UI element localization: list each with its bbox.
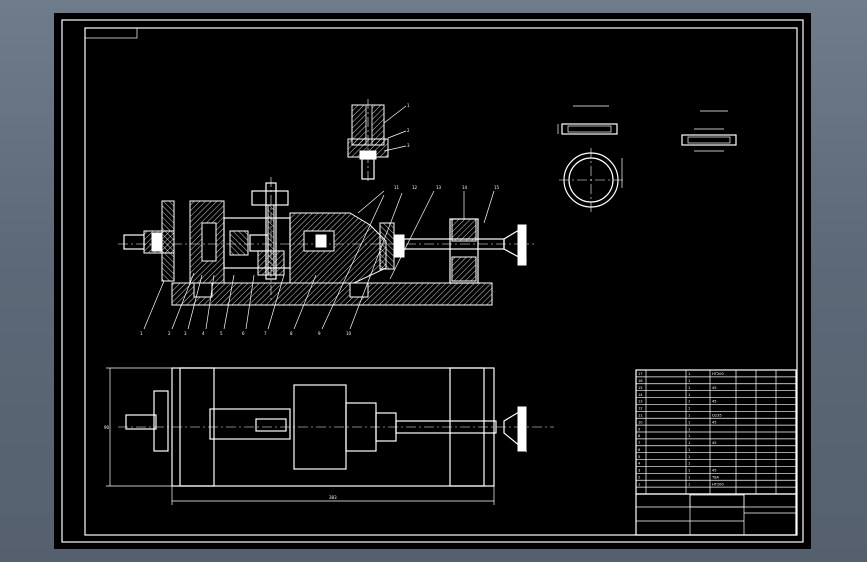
balloon-13: 13 bbox=[436, 185, 442, 190]
detail-cutter-view: 1 2 3 bbox=[347, 99, 410, 183]
balloon-4: 4 bbox=[202, 331, 205, 336]
bom-cell-qty: 1 bbox=[688, 469, 690, 473]
bom-cell-qty: 1 bbox=[688, 420, 690, 424]
detail-balloon-1: 1 bbox=[407, 103, 410, 108]
bom-cell-mat: 45 bbox=[712, 420, 717, 424]
bom-cell-no: 14 bbox=[638, 393, 643, 397]
bom-cell-no: 11 bbox=[638, 414, 643, 418]
bom-cell-mat: T8A bbox=[711, 476, 719, 480]
balloon-14: 14 bbox=[462, 185, 468, 190]
balloon-7: 7 bbox=[264, 331, 267, 336]
balloon-5: 5 bbox=[220, 331, 223, 336]
balloon-9: 9 bbox=[318, 331, 321, 336]
bom-cell-qty: 1 bbox=[688, 448, 690, 452]
bom-cell-qty: 1 bbox=[688, 455, 690, 459]
bom-cell-no: 12 bbox=[638, 407, 643, 411]
drawing-code-box bbox=[84, 27, 138, 39]
balloon-12: 12 bbox=[412, 185, 418, 190]
bom-cell-mat: HT200 bbox=[712, 482, 724, 486]
balloon-8: 8 bbox=[290, 331, 293, 336]
bom-cell-mat: Q235 bbox=[712, 414, 722, 418]
bom-cell-qty: 1 bbox=[688, 482, 690, 486]
plan-view: 90 383 bbox=[104, 367, 554, 505]
bom-cell-no: 15 bbox=[638, 386, 643, 390]
washer-detail bbox=[681, 110, 737, 152]
bom-cell-no: 13 bbox=[638, 400, 643, 404]
bom-cell-no: 5 bbox=[638, 455, 640, 459]
dim-length: 383 bbox=[329, 495, 337, 500]
bom-cell-qty: 1 bbox=[688, 379, 690, 383]
bom-cell-qty: 1 bbox=[688, 372, 690, 376]
balloon-15: 15 bbox=[494, 185, 500, 190]
detail-balloon-3: 3 bbox=[407, 143, 410, 148]
inner-frame bbox=[84, 27, 798, 536]
bom-cell-mat: 45 bbox=[712, 469, 717, 473]
drawing-sheet: 1 2 3 bbox=[54, 13, 811, 549]
bom-cell-no: 7 bbox=[638, 441, 640, 445]
bom-cell-qty: 1 bbox=[688, 386, 690, 390]
bom-cell-qty: 1 bbox=[688, 407, 690, 411]
bom-cell-qty: 1 bbox=[688, 441, 690, 445]
bom-cell-no: 8 bbox=[638, 434, 641, 438]
detail-balloon-2: 2 bbox=[407, 128, 410, 133]
balloon-2: 2 bbox=[168, 331, 171, 336]
bom-cell-no: 10 bbox=[638, 420, 643, 424]
bom-cell-no: 4 bbox=[638, 462, 641, 466]
bom-cell-qty: 1 bbox=[688, 476, 690, 480]
bom-cell-mat: HT200 bbox=[712, 372, 724, 376]
ring-detail-section bbox=[557, 105, 624, 213]
bom-cell-no: 9 bbox=[638, 427, 641, 431]
bom-cell-qty: 1 bbox=[688, 414, 690, 418]
bom-cell-no: 1 bbox=[638, 482, 640, 486]
outer-frame bbox=[61, 19, 804, 543]
balloon-1: 1 bbox=[140, 331, 143, 336]
balloon-11: 11 bbox=[394, 185, 400, 190]
bom-cell-qty: 1 bbox=[688, 400, 690, 404]
balloon-10: 10 bbox=[346, 331, 352, 336]
bom-cell-mat: 45 bbox=[712, 441, 717, 445]
bom-cell-qty: 1 bbox=[688, 462, 690, 466]
bom-cell-no: 2 bbox=[638, 476, 640, 480]
balloon-6: 6 bbox=[242, 331, 245, 336]
main-section-view: 1 2 3 4 5 6 7 8 9 10 11 12 13 14 15 bbox=[118, 177, 534, 336]
bom-cell-no: 3 bbox=[638, 469, 640, 473]
bom-cell-no: 6 bbox=[638, 448, 641, 452]
bom-cell-mat: 45 bbox=[712, 386, 717, 390]
bom-cell-no: 16 bbox=[638, 379, 643, 383]
bom-cell-qty: 1 bbox=[688, 434, 690, 438]
title-block bbox=[635, 493, 797, 536]
bom-cell-no: 17 bbox=[638, 372, 643, 376]
bom-cell-mat: 45 bbox=[712, 400, 717, 404]
balloon-3: 3 bbox=[184, 331, 187, 336]
base-plate bbox=[171, 282, 493, 306]
dim-width: 90 bbox=[104, 425, 110, 430]
cad-drawing: 1 2 3 bbox=[61, 19, 804, 543]
bom-cell-qty: 1 bbox=[688, 427, 690, 431]
bom-cell-qty: 1 bbox=[688, 393, 690, 397]
